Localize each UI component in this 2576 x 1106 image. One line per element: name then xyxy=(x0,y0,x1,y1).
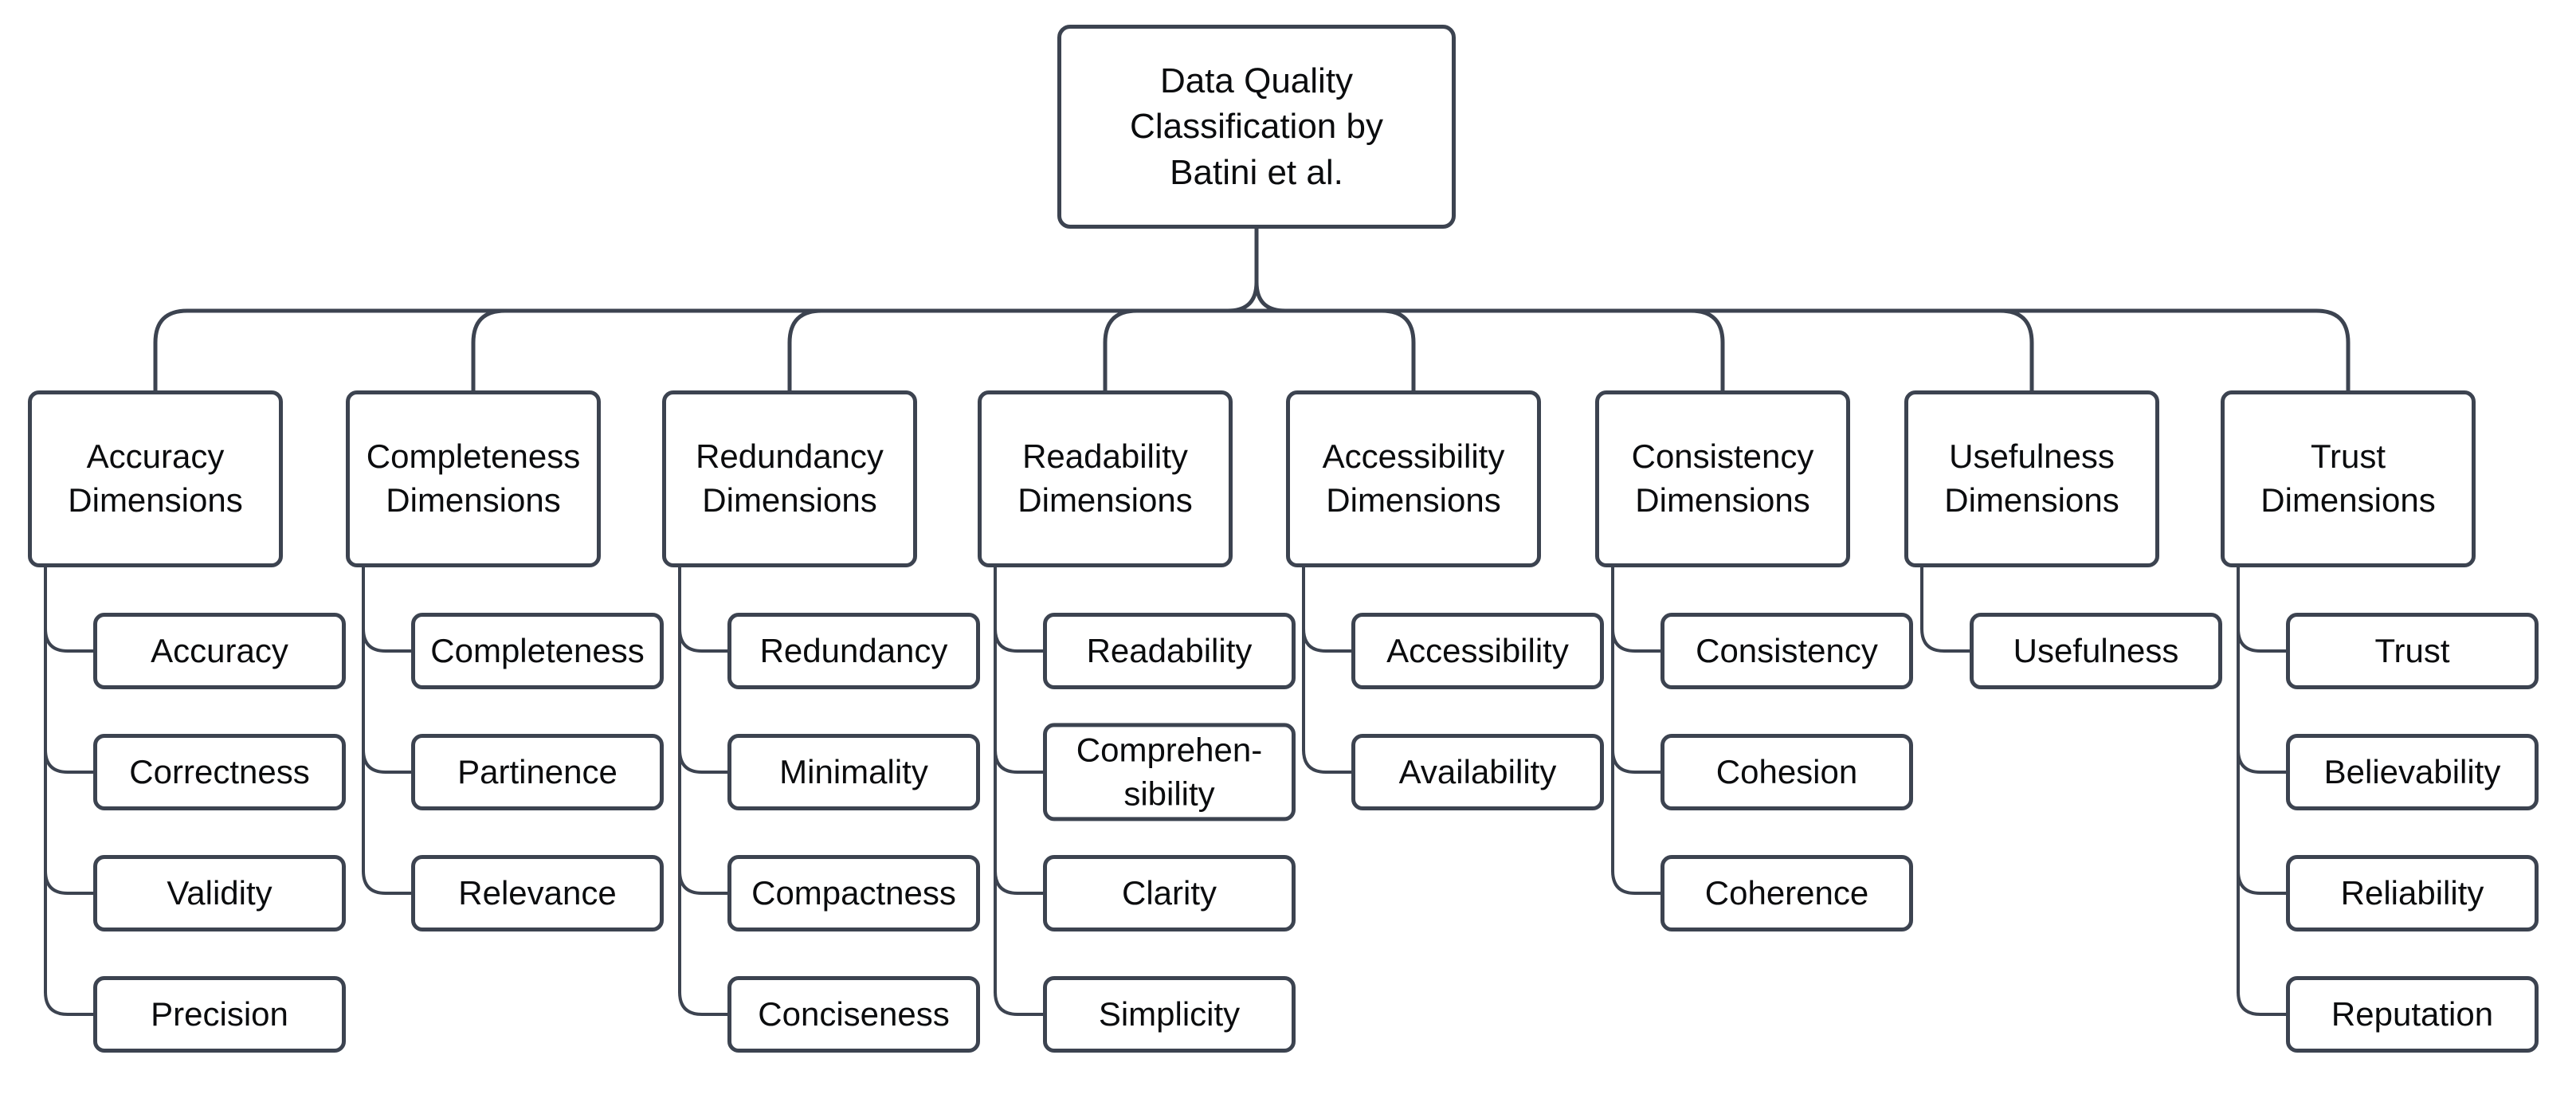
child-node-precision: Precision xyxy=(93,976,346,1053)
child-node-label: Redundancy xyxy=(759,631,948,669)
child-node-availability: Availability xyxy=(1351,734,1604,810)
child-node-accuracy: Accuracy xyxy=(93,613,346,689)
child-node-validity: Validity xyxy=(93,855,346,931)
child-node-reputation: Reputation xyxy=(2286,976,2539,1053)
child-node-partinence: Partinence xyxy=(411,734,664,810)
branch-node-label: Trust Dimensions xyxy=(2260,437,2436,519)
branch-node-label: Readability Dimensions xyxy=(1017,437,1193,519)
child-node-label: Reliability xyxy=(2340,873,2484,912)
child-node-coherence: Coherence xyxy=(1660,855,1913,931)
child-node-cohesion: Cohesion xyxy=(1660,734,1913,810)
child-node-label: Coherence xyxy=(1704,873,1869,912)
branch-node-label: Accuracy Dimensions xyxy=(68,437,243,519)
child-node-label: Cohesion xyxy=(1715,752,1858,790)
branch-node-label: Usefulness Dimensions xyxy=(1944,437,2119,519)
child-node-reliability: Reliability xyxy=(2286,855,2539,931)
child-node-readability: Readability xyxy=(1043,613,1296,689)
child-node-label: Precision xyxy=(151,994,288,1033)
branch-node-trust-dimensions: Trust Dimensions xyxy=(2221,390,2476,567)
child-node-label: Completeness xyxy=(430,631,645,669)
root-node-label-line: Batini et al. xyxy=(1170,152,1343,192)
branch-node-readability-dimensions: Readability Dimensions xyxy=(978,390,1233,567)
child-node-minimality: Minimality xyxy=(727,734,980,810)
child-node-conciseness: Conciseness xyxy=(727,976,980,1053)
child-node-label: Correctness xyxy=(129,752,310,790)
child-node-relevance: Relevance xyxy=(411,855,664,931)
child-node-clarity: Clarity xyxy=(1043,855,1296,931)
branch-node-consistency-dimensions: Consistency Dimensions xyxy=(1595,390,1850,567)
child-node-label: Clarity xyxy=(1121,873,1217,912)
child-node-label: Validity xyxy=(167,873,272,912)
child-node-label: Minimality xyxy=(779,752,928,790)
child-node-believability: Believability xyxy=(2286,734,2539,810)
child-node-completeness: Completeness xyxy=(411,613,664,689)
branch-node-label: Completeness Dimensions xyxy=(366,437,581,519)
child-node-label: Relevance xyxy=(458,873,617,912)
child-node-label: Reputation xyxy=(2331,994,2494,1033)
root-node-label-line: Classification by xyxy=(1130,107,1383,147)
child-node-label: Believability xyxy=(2323,752,2501,790)
child-node-compactness: Compactness xyxy=(727,855,980,931)
branch-node-label: Redundancy Dimensions xyxy=(696,437,884,519)
branch-node-completeness-dimensions: Completeness Dimensions xyxy=(346,390,601,567)
child-node-label: Accuracy xyxy=(151,631,288,669)
branch-node-label: Accessibility Dimensions xyxy=(1322,437,1505,519)
branch-node-usefulness-dimensions: Usefulness Dimensions xyxy=(1904,390,2159,567)
child-node-label: Consistency xyxy=(1696,631,1878,669)
child-node-label: Partinence xyxy=(457,752,618,790)
child-node-label: Trust xyxy=(2374,631,2450,669)
child-node-simplicity: Simplicity xyxy=(1043,976,1296,1053)
child-node-comprehen-sibility: Comprehen-sibility xyxy=(1043,723,1296,822)
child-node-consistency: Consistency xyxy=(1660,613,1913,689)
branch-node-accuracy-dimensions: Accuracy Dimensions xyxy=(28,390,283,567)
child-node-trust: Trust xyxy=(2286,613,2539,689)
branch-node-label: Consistency Dimensions xyxy=(1631,437,1814,519)
child-node-label: Availability xyxy=(1398,752,1557,790)
child-node-label: Readability xyxy=(1086,631,1253,669)
child-node-correctness: Correctness xyxy=(93,734,346,810)
child-node-label: Accessibility xyxy=(1386,631,1569,669)
child-node-accessibility: Accessibility xyxy=(1351,613,1604,689)
child-node-label: Conciseness xyxy=(758,994,950,1033)
child-node-label: Comprehen-sibility xyxy=(1076,731,1263,812)
branch-node-redundancy-dimensions: Redundancy Dimensions xyxy=(662,390,917,567)
child-node-label: Simplicity xyxy=(1098,994,1241,1033)
child-node-usefulness: Usefulness xyxy=(1970,613,2222,689)
child-node-label: Compactness xyxy=(751,873,956,912)
branch-node-accessibility-dimensions: Accessibility Dimensions xyxy=(1286,390,1541,567)
root-node-label-line: Data Quality xyxy=(1159,61,1354,101)
child-node-redundancy: Redundancy xyxy=(727,613,980,689)
child-node-label: Usefulness xyxy=(2013,631,2179,669)
